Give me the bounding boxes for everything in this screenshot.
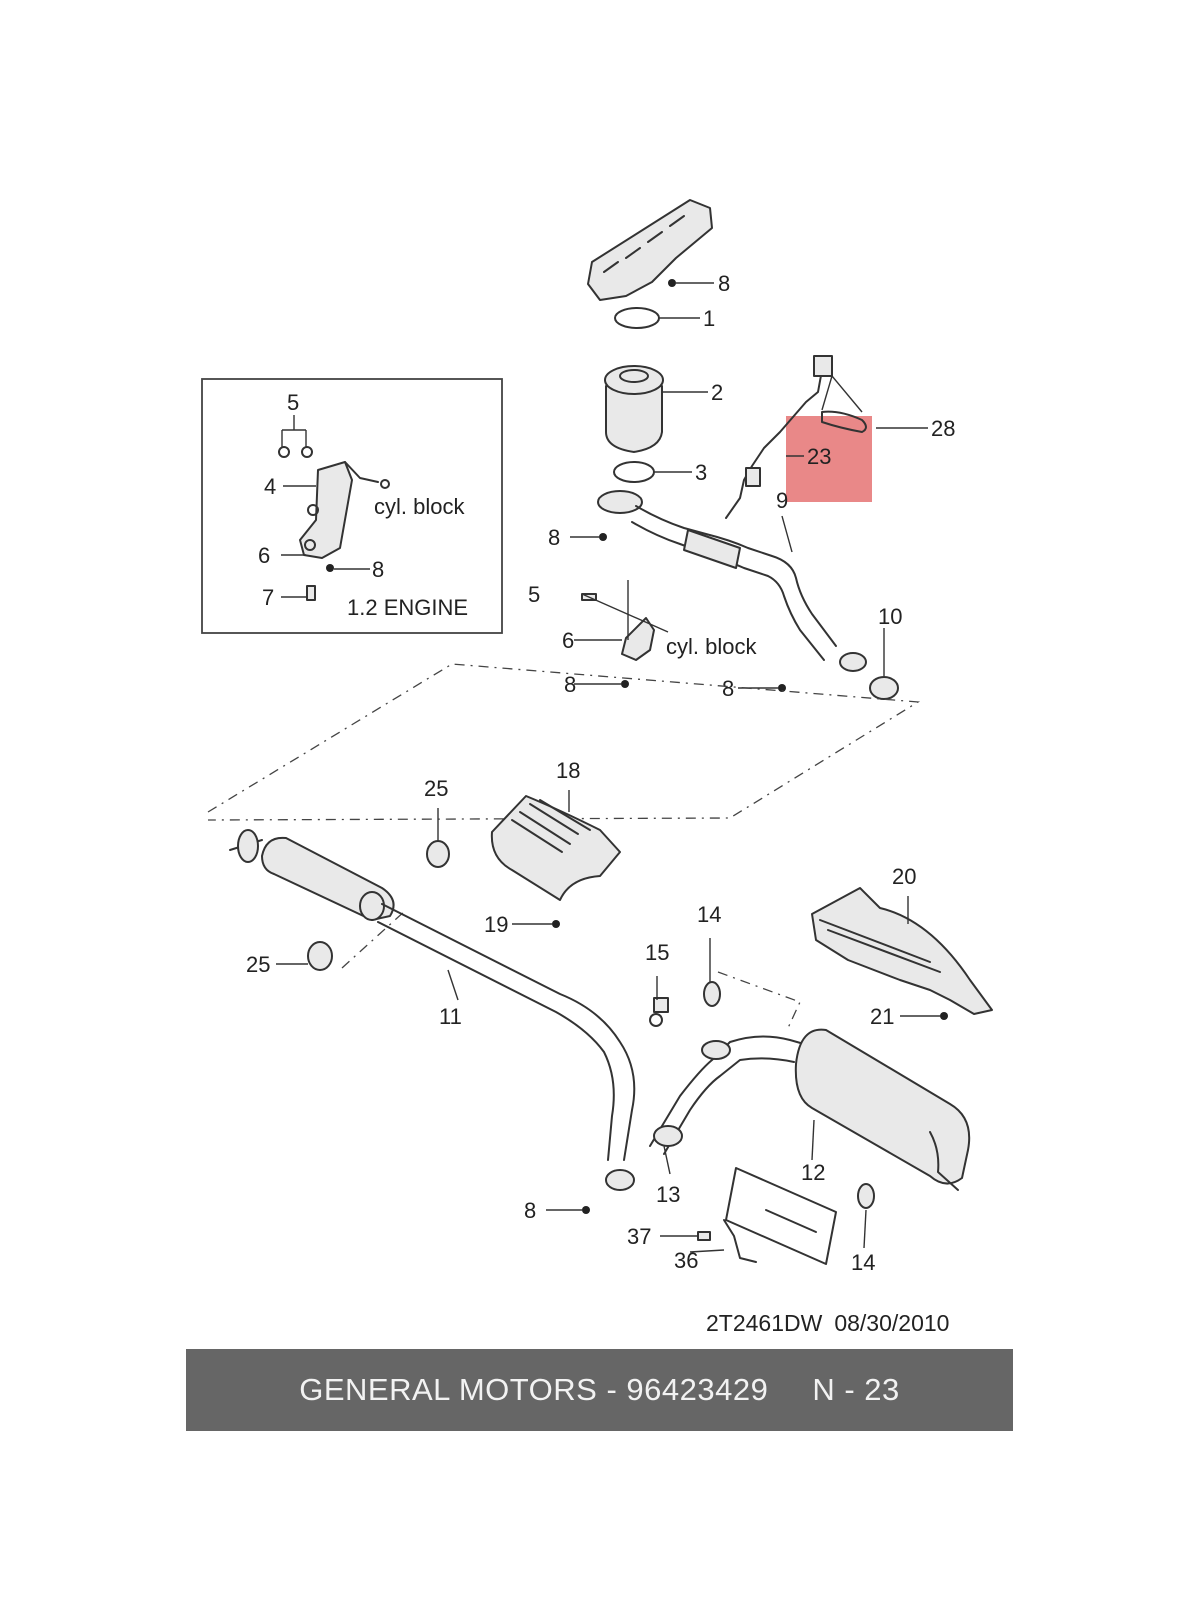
- inset-box: [201, 378, 503, 634]
- callout-14-bottom: 14: [851, 1250, 875, 1275]
- footer-brand: GENERAL MOTORS - 96423429: [299, 1372, 769, 1407]
- callout-5: 5: [528, 582, 540, 607]
- footer-page: N - 23: [812, 1372, 900, 1407]
- inset-callout-7: 7: [262, 585, 274, 610]
- inset-note-cyl-block: cyl. block: [374, 494, 465, 519]
- resonator: [229, 829, 636, 1214]
- exhaust-manifold: [587, 199, 713, 301]
- callout-19: 19: [484, 912, 508, 937]
- inset-title: 1.2 ENGINE: [347, 595, 468, 620]
- note-cyl-block: cyl. block: [666, 634, 757, 659]
- inset-callout-6: 6: [258, 543, 270, 568]
- connection-dashed-line: [207, 663, 921, 821]
- rear-muffler: [649, 981, 971, 1209]
- callout-6: 6: [562, 628, 574, 653]
- callout-37: 37: [627, 1224, 651, 1249]
- heat-shield-18: [490, 795, 621, 928]
- callout-8-bottom: 8: [524, 1198, 536, 1223]
- drawing-code: 2T2461DW 08/30/2010: [706, 1310, 949, 1337]
- front-pipe: [597, 490, 899, 700]
- callout-28: 28: [931, 416, 955, 441]
- label-plate: [697, 1167, 837, 1265]
- heat-shield-20: [811, 887, 993, 1020]
- drawing-date: 08/30/2010: [834, 1310, 950, 1336]
- callout-23: 23: [807, 444, 831, 469]
- callout-11: 11: [439, 1004, 462, 1029]
- callout-8-right: 8: [722, 676, 734, 701]
- inset-bracket: [278, 446, 390, 601]
- callout-20: 20: [892, 864, 916, 889]
- gasket-1: [614, 307, 660, 329]
- callout-9: 9: [776, 488, 788, 513]
- callout-25-left: 25: [246, 952, 270, 977]
- inset-callout-8: 8: [372, 557, 384, 582]
- callout-8-left: 8: [548, 525, 560, 550]
- inset-callout-5: 5: [287, 390, 299, 415]
- inset-callout-4: 4: [264, 474, 276, 499]
- bracket-6: [581, 593, 655, 661]
- callout-21: 21: [870, 1004, 894, 1029]
- footer-bar: GENERAL MOTORS - 96423429 N - 23: [186, 1349, 1013, 1431]
- callout-13: 13: [656, 1182, 680, 1207]
- callout-10: 10: [878, 604, 902, 629]
- callout-8-top: 8: [718, 271, 730, 296]
- catalytic-converter: [604, 365, 664, 453]
- callout-14-top: 14: [697, 902, 721, 927]
- callout-15: 15: [645, 940, 669, 965]
- callout-2: 2: [711, 380, 723, 405]
- drawing-code-id: 2T2461DW: [706, 1310, 823, 1336]
- callout-36: 36: [674, 1248, 698, 1273]
- callout-18: 18: [556, 758, 580, 783]
- callout-25-top: 25: [424, 776, 448, 801]
- gasket-3: [613, 461, 655, 483]
- callout-8-mid: 8: [564, 672, 576, 697]
- callout-1: 1: [703, 306, 715, 331]
- callout-12: 12: [801, 1160, 825, 1185]
- callout-3: 3: [695, 460, 707, 485]
- oxygen-sensor: [725, 355, 867, 519]
